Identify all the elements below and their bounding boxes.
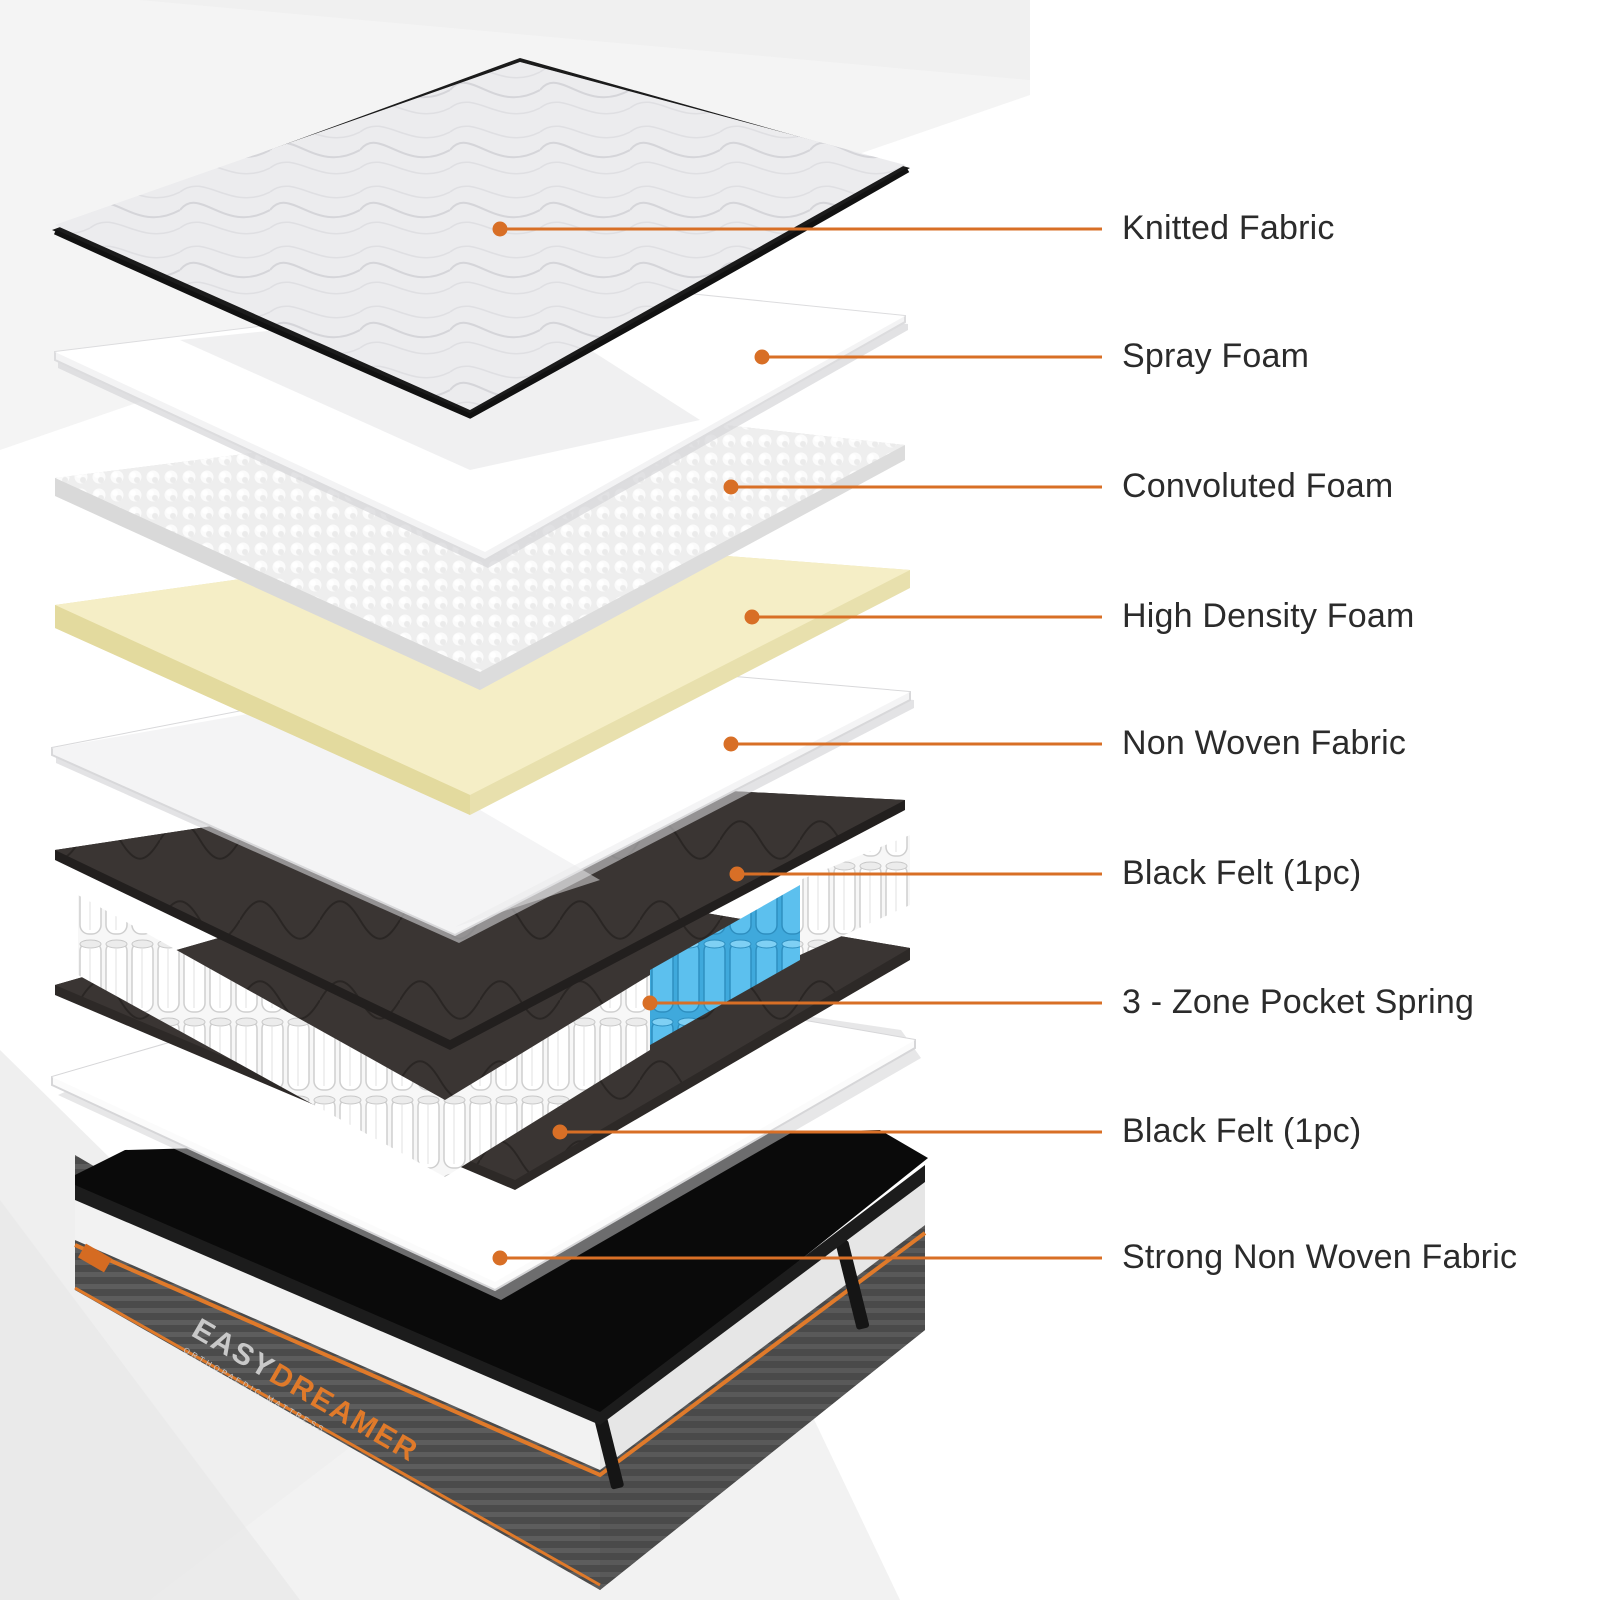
layer-knitted-fabric [52,58,910,419]
label-pocket-spring: 3 - Zone Pocket Spring [1122,983,1475,1021]
label-high-density-foam: High Density Foam [1122,597,1415,635]
leader-knitted-fabric [492,221,1102,237]
layer-spray-foam [54,283,908,568]
base-mattress: EASYDREAMER ORTHOPAEDIC MATTRESS [74,1130,928,1590]
leader-convoluted-foam [723,479,1102,495]
label-knitted-fabric: Knitted Fabric [1122,209,1335,247]
leader-high-density-foam [744,609,1102,625]
label-black-felt-bottom: Black Felt (1pc) [1122,1112,1362,1150]
leader-pocket-spring [642,995,1102,1011]
label-convoluted-foam: Convoluted Foam [1122,467,1394,505]
leader-black-felt-top [729,866,1102,882]
label-non-woven-fabric: Non Woven Fabric [1122,724,1407,762]
leader-spray-foam [754,349,1102,365]
leader-non-woven-fabric [723,736,1102,752]
leader-black-felt-bottom [552,1124,1102,1140]
label-strong-non-woven-fabric: Strong Non Woven Fabric [1122,1238,1518,1276]
label-spray-foam: Spray Foam [1122,337,1310,375]
leader-lines [492,221,1102,1266]
label-black-felt-top: Black Felt (1pc) [1122,854,1362,892]
layer-pocket-spring [78,835,910,1177]
leader-strong-non-woven-fabric [492,1250,1102,1266]
